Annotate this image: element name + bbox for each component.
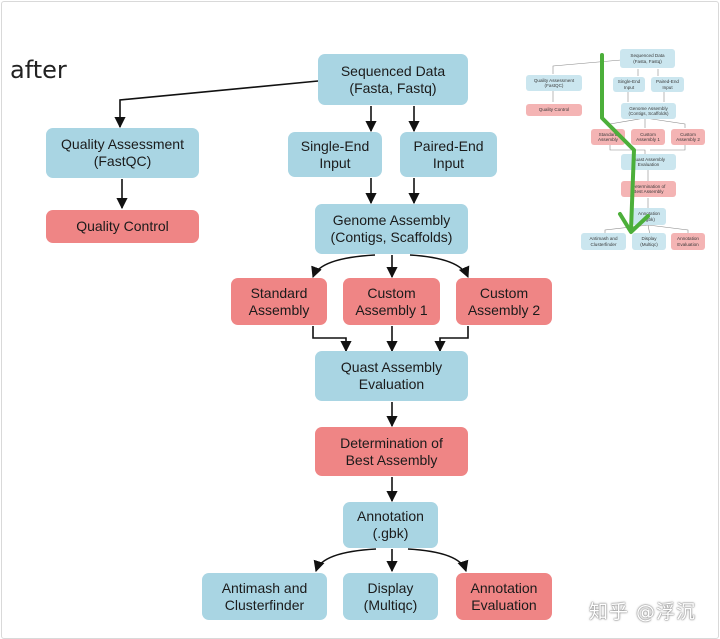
node-annotation: Annotation (.gbk) [343,502,438,548]
thumb-node-quality-control: Quality Control [526,104,582,116]
node-custom-assembly-2: Custom Assembly 2 [456,278,552,325]
node-quality-control: Quality Control [46,210,199,243]
node-annotation-evaluation: Annotation Evaluation [456,573,552,620]
node-best-assembly: Determination of Best Assembly [315,427,468,476]
thumb-node-custom-assembly-2: Custom Assembly 2 [671,129,705,145]
thumb-node-custom-assembly-1: Custom Assembly 1 [631,129,665,145]
node-display-multiqc: Display (Multiqc) [343,573,438,620]
thumb-node-quality-assessment: Quality Assessment (FastQC) [526,75,582,91]
heading-label: after [10,56,67,84]
watermark-text: 知乎 @浮沉 [589,601,697,623]
node-quality-assessment: Quality Assessment (FastQC) [46,128,199,178]
thumb-node-sequenced-data: Sequenced Data (Fasta, Fastq) [620,49,675,68]
thumb-node-genome-assembly: Genome Assembly (Contigs, Scaffolds) [621,103,676,119]
arrow-standard-to-quast [312,326,352,353]
node-sequenced-data: Sequenced Data (Fasta, Fastq) [318,54,468,105]
node-antismash-clusterfinder: Antimash and Clusterfinder [202,573,327,620]
thumb-node-paired-end: Paired-End Input [651,77,684,92]
arrow-genome-to-custom2 [409,254,470,279]
node-quast-evaluation: Quast Assembly Evaluation [315,351,468,401]
arrow-seq-to-qa [114,80,319,129]
node-paired-end-input: Paired-End Input [400,132,497,177]
thumb-node-best-assembly: Determination of Best Assembly [621,181,676,197]
thumb-node-annotation-evaluation: Annotation Evaluation [671,233,705,250]
arrow-annot-to-annoteval [407,548,469,573]
thumb-node-single-end: Single-End Input [613,77,645,92]
arrow-custom2-to-quast [434,326,469,353]
node-single-end-input: Single-End Input [288,132,382,177]
thumb-node-display: Display (Multiqc) [632,233,666,250]
node-genome-assembly: Genome Assembly (Contigs, Scaffolds) [315,204,468,254]
arrow-genome-to-standard [311,254,376,279]
arrow-annot-to-antismash [313,548,377,573]
node-standard-assembly: Standard Assembly [231,278,327,325]
node-custom-assembly-1: Custom Assembly 1 [343,278,440,325]
thumb-node-antismash: Antimash and Clusterfinder [581,233,626,250]
